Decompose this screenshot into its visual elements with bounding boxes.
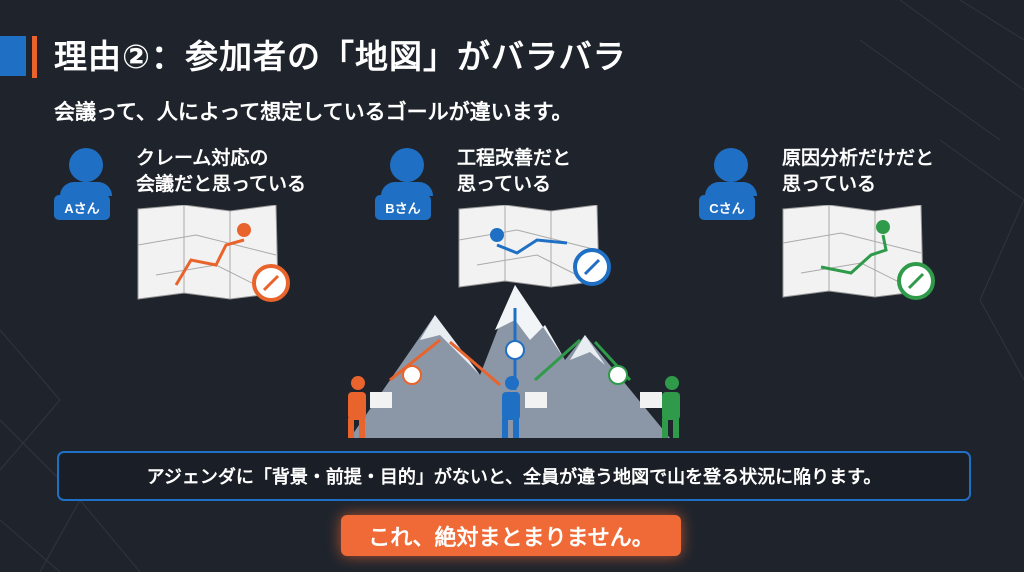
person-body-icon xyxy=(381,182,433,196)
slide-subtitle: 会議って、人によって想定しているゴールが違います。 xyxy=(54,101,573,124)
person-body-icon xyxy=(705,182,757,196)
hiker-b-icon xyxy=(502,376,520,438)
message-box: アジェンダに「背景・前提・目的」がないと、全員が違う地図で山を登る状況に陥ります… xyxy=(57,451,971,501)
compass-icon xyxy=(505,340,525,360)
compass-icon xyxy=(608,365,628,385)
slide-title: 理由②：参加者の「地図」がバラバラ xyxy=(54,38,627,75)
mountain-illustration xyxy=(348,285,680,438)
map-icon xyxy=(640,392,662,408)
hiker-a-icon xyxy=(348,376,366,438)
persona-badge: Bさん xyxy=(375,195,431,220)
arrow-icon xyxy=(449,340,501,387)
map-icon xyxy=(137,205,290,302)
hiker-c-icon xyxy=(662,376,680,438)
persona-badge: Cさん xyxy=(699,195,755,220)
person-icon xyxy=(714,148,748,182)
map-icon xyxy=(525,392,547,408)
compass-icon xyxy=(402,365,422,385)
person-icon xyxy=(390,148,424,182)
map-icon xyxy=(782,205,935,300)
person-body-icon xyxy=(60,182,112,196)
arrow-icon xyxy=(534,338,581,382)
persona-text: 原因分析だけだと 思っている xyxy=(782,148,935,195)
persona-text: クレーム対応の 会議だと思っている xyxy=(136,148,307,195)
arrow-icon xyxy=(389,338,441,382)
map-icon xyxy=(370,392,392,408)
map-icon xyxy=(458,205,611,288)
persona-badge: Aさん xyxy=(54,195,110,220)
persona-text: 工程改善だと 思っている xyxy=(457,148,572,195)
person-icon xyxy=(69,148,103,182)
title-accent-orange xyxy=(32,36,37,78)
message-text: アジェンダに「背景・前提・目的」がないと、全員が違う地図で山を登る状況に陥ります… xyxy=(146,467,882,487)
callout-banner: これ、絶対まとまりません。 xyxy=(341,515,681,556)
title-accent-blue xyxy=(0,36,26,76)
callout-text: これ、絶対まとまりません。 xyxy=(368,524,654,550)
